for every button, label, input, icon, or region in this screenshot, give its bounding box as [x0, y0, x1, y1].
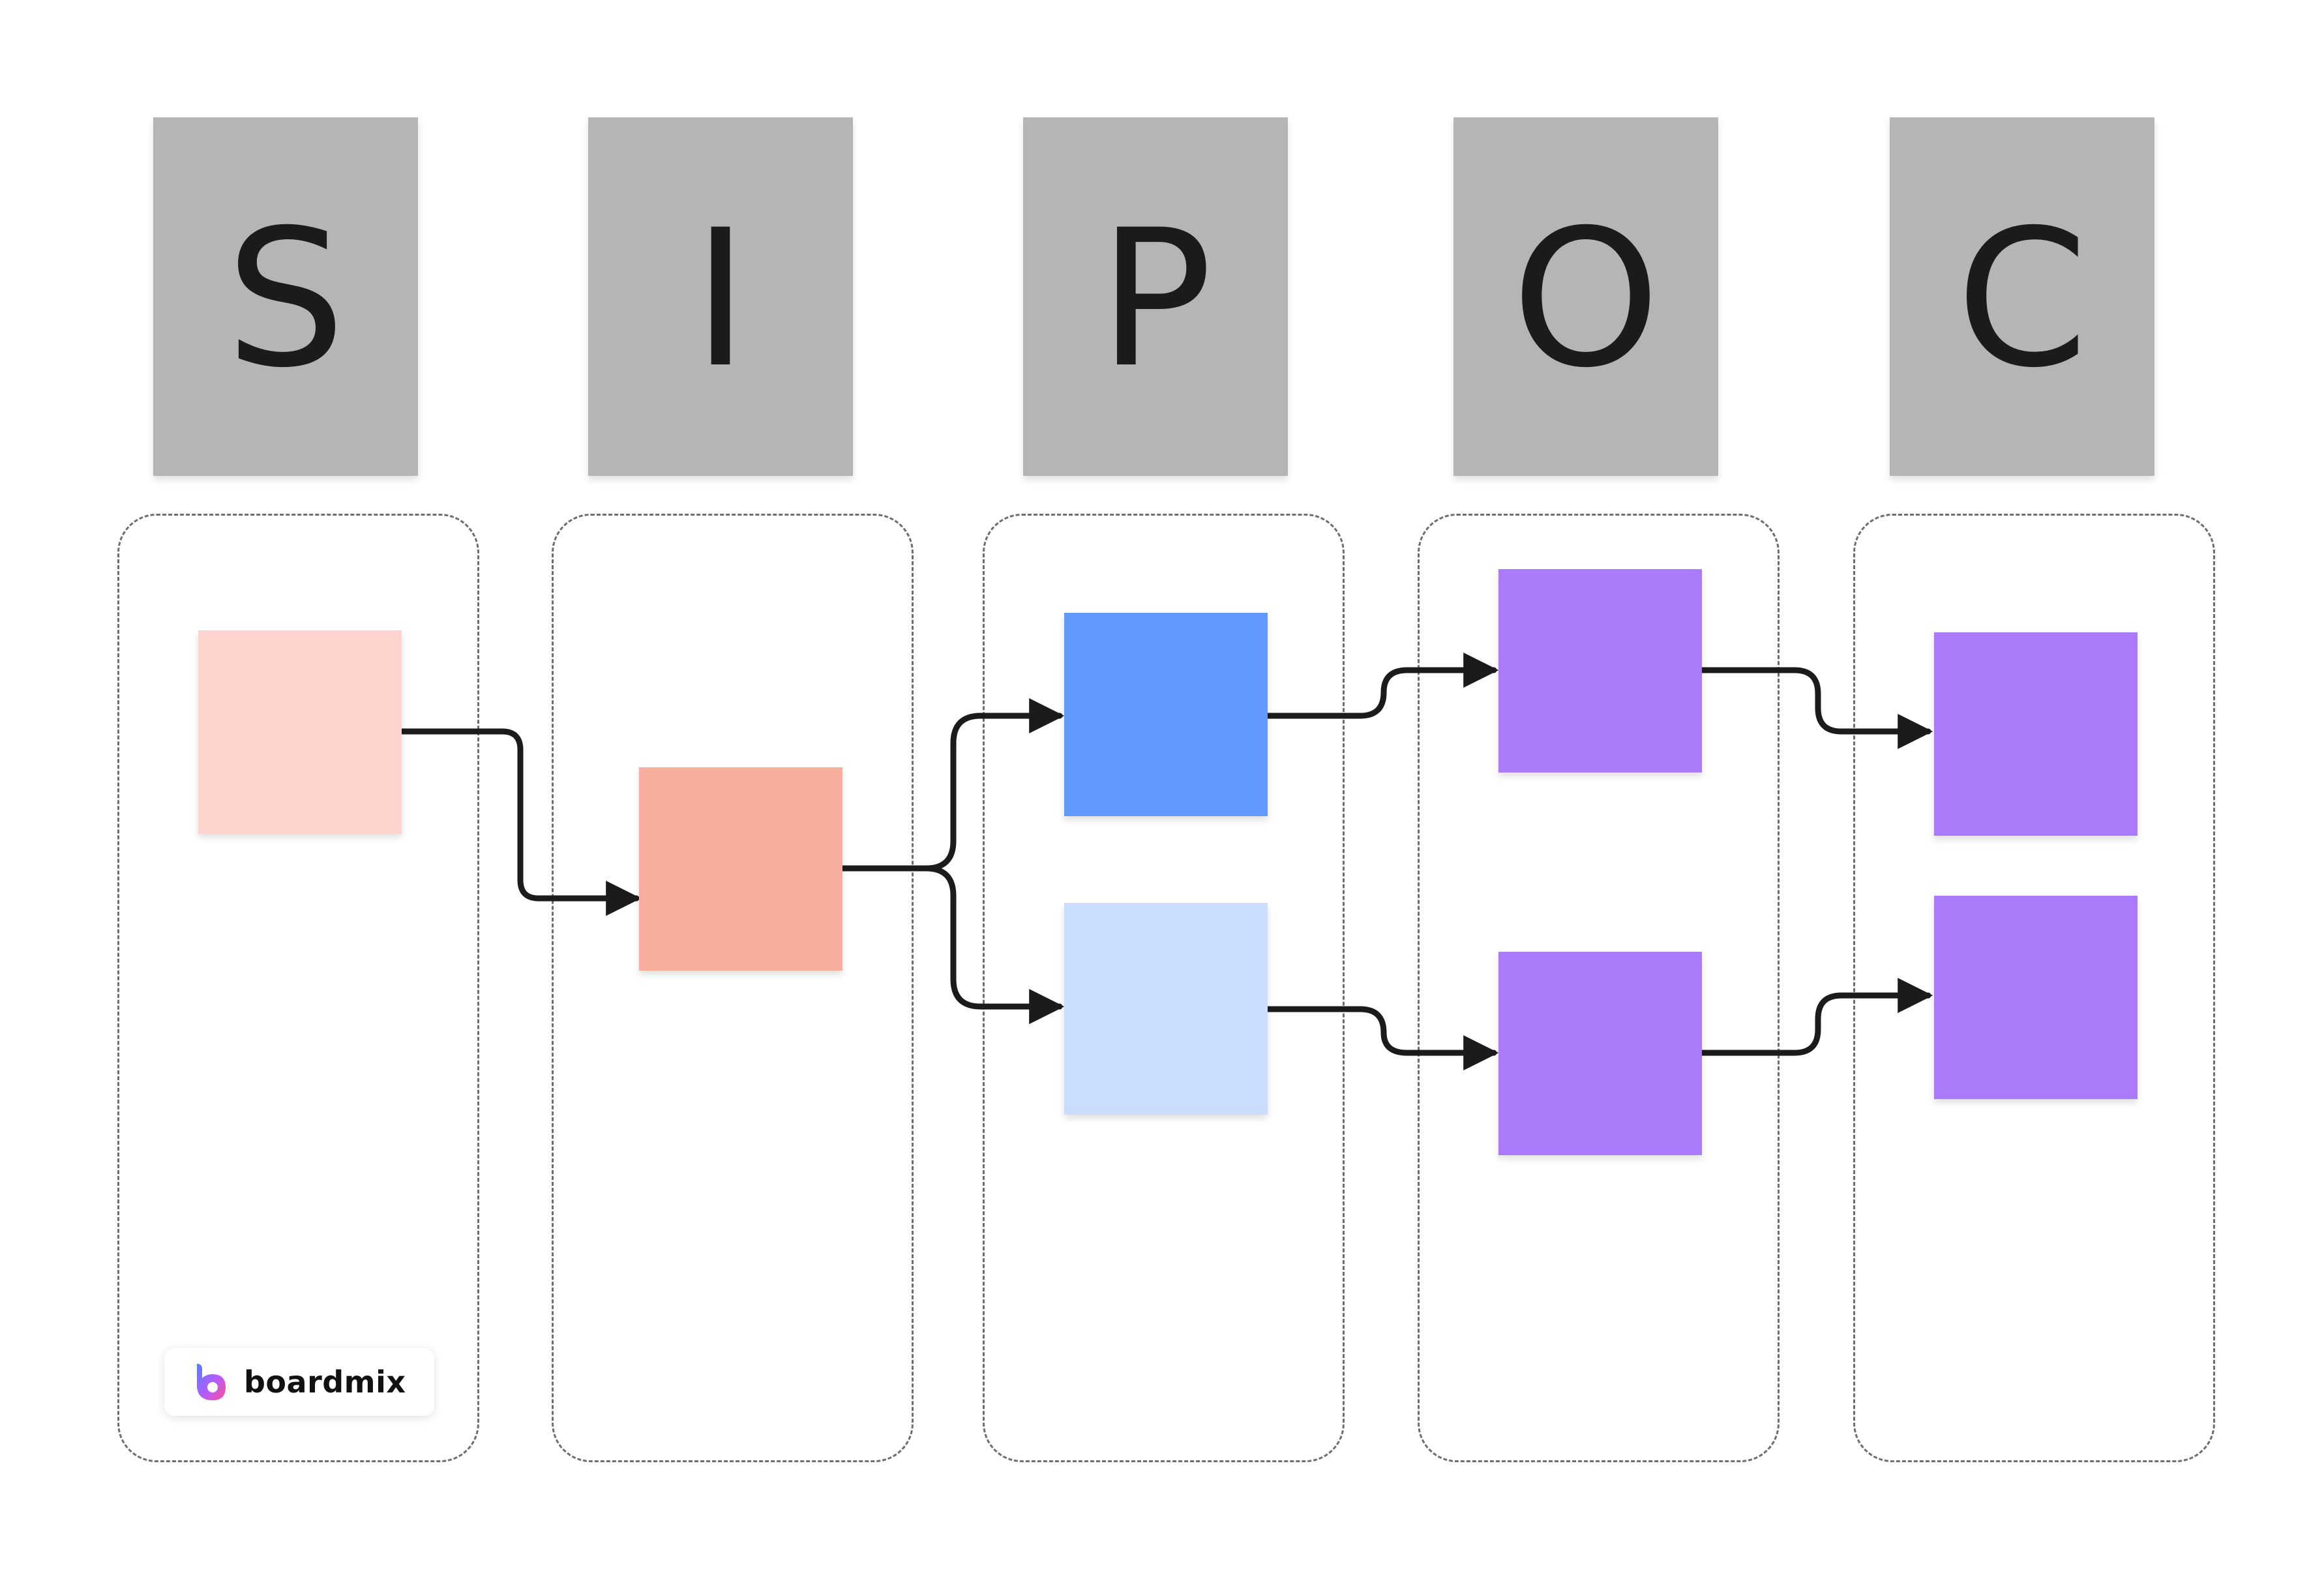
node-input[interactable] [639, 767, 842, 971]
connector-output-top-to-customer-top[interactable] [1699, 667, 1933, 749]
node-supplier[interactable] [198, 630, 402, 834]
boardmix-logo-text: boardmix [244, 1364, 406, 1400]
header-card-c[interactable]: C [1890, 117, 2154, 476]
node-output-top[interactable] [1498, 569, 1702, 773]
node-process-bottom[interactable] [1064, 903, 1268, 1115]
header-letter-p: P [1098, 190, 1213, 409]
lane-inputs[interactable] [552, 514, 914, 1462]
connector-input-to-process-top[interactable] [839, 698, 1065, 872]
boardmix-logo-badge[interactable]: boardmix [164, 1348, 434, 1416]
header-letter-c: C [1956, 190, 2089, 409]
connector-supplier-to-input[interactable] [398, 728, 642, 916]
header-card-s[interactable]: S [153, 117, 418, 476]
lane-customers[interactable] [1853, 514, 2215, 1462]
lane-outputs[interactable] [1418, 514, 1780, 1462]
header-letter-s: S [225, 190, 346, 409]
node-customer-bottom[interactable] [1934, 896, 2138, 1099]
lane-process[interactable] [983, 514, 1345, 1462]
header-card-o[interactable]: O [1453, 117, 1718, 476]
header-letter-o: O [1511, 190, 1661, 409]
connector-output-bottom-to-customer-bottom[interactable] [1699, 978, 1933, 1056]
boardmix-logo-icon [197, 1364, 226, 1400]
connector-process-bottom-to-output-bottom[interactable] [1264, 1006, 1499, 1070]
header-card-i[interactable]: I [588, 117, 853, 476]
node-customer-top[interactable] [1934, 632, 2138, 836]
node-process-top[interactable] [1064, 613, 1268, 816]
connector-input-to-process-bottom[interactable] [839, 865, 1065, 1024]
node-output-bottom[interactable] [1498, 952, 1702, 1155]
connector-process-top-to-output-top[interactable] [1264, 653, 1499, 719]
header-card-p[interactable]: P [1023, 117, 1288, 476]
header-letter-i: I [693, 190, 749, 409]
lane-suppliers[interactable] [117, 514, 479, 1462]
